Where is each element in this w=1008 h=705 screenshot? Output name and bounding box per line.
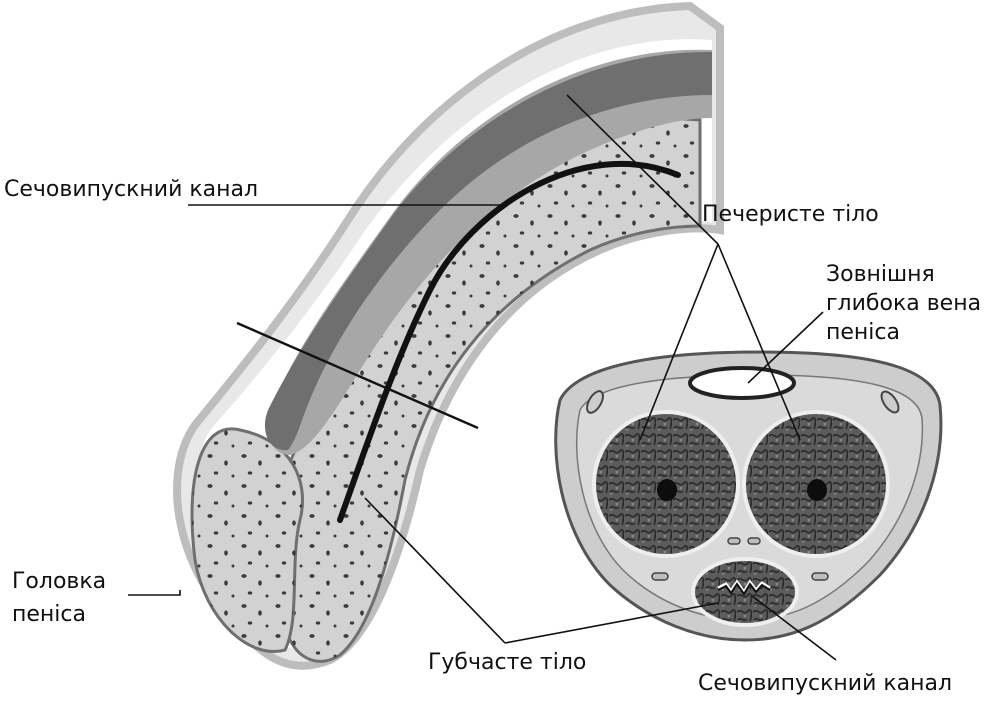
urethra-longitudinal [337,161,681,523]
label-glans-line2: пеніса [12,602,86,627]
cavernous-body-longitudinal [264,51,712,451]
urethra-cross [717,579,771,595]
label-vein-line2: глибока вена [826,291,981,316]
longitudinal-section [173,1,724,670]
label-urethra-bottom: Сечовипускний канал [698,671,952,696]
leader-lines [128,94,837,661]
label-spongy-body: Губчасте тіло [428,650,586,675]
label-vein-line1: Зовнішня [826,262,935,287]
label-vein-line3: пеніса [826,320,900,345]
cross-section [554,350,943,642]
labels: Сечовипускний канал Печеристе тіло Зовні… [4,177,981,696]
label-glans-line1: Головка [12,569,106,594]
cross-section-line [236,321,479,430]
dorsal-vein [688,366,796,400]
label-urethra-top: Сечовипускний канал [4,177,258,202]
label-cavernous-body: Печеристе тіло [702,202,879,227]
